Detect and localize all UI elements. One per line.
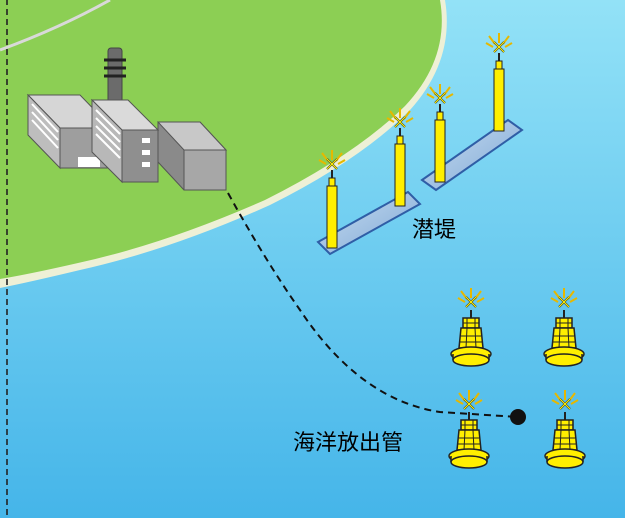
submerged-breakwater-left bbox=[316, 190, 422, 256]
pipe-outlet-icon bbox=[510, 409, 526, 425]
submerged-breakwater-right bbox=[420, 118, 524, 192]
power-plant-icon bbox=[26, 47, 228, 191]
outfall-pipe-line bbox=[227, 192, 519, 418]
area-boundary bbox=[6, 0, 8, 522]
breakwater-label: 潜堤 bbox=[412, 218, 457, 243]
outfall-pipe-label: 海洋放出管 bbox=[293, 431, 404, 456]
